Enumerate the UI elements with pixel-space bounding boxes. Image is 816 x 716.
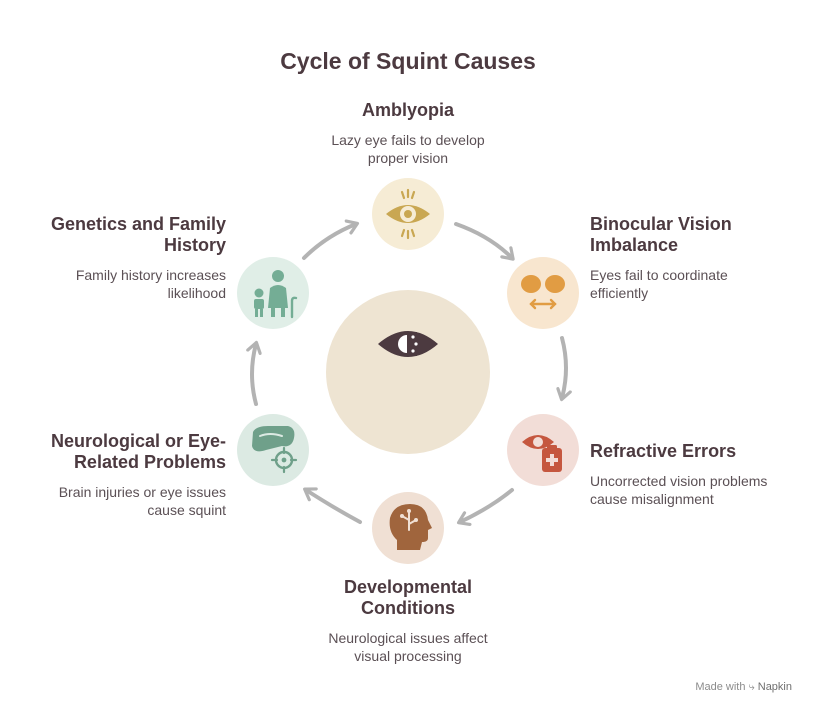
node-title-refractive: Refractive Errors <box>590 441 737 461</box>
footer-prefix: Made with <box>695 681 746 693</box>
center-circle <box>326 290 490 454</box>
node-title-genetics: Genetics and Family History <box>50 214 226 255</box>
diagram-title: Cycle of Squint Causes <box>280 48 536 74</box>
arrow-refractive-to-developmental <box>456 488 514 527</box>
node-title-developmental: Developmental Conditions <box>343 577 473 618</box>
node-title-neurological: Neurological or Eye-Related Problems <box>50 431 226 472</box>
node-label-genetics: Genetics and Family History Family histo… <box>20 214 226 302</box>
eye-clipboard-icon <box>522 435 562 472</box>
node-label-neurological: Neurological or Eye-Related Problems Bra… <box>20 431 226 519</box>
eye-target-icon <box>252 426 298 474</box>
node-description-genetics: Family history increases likelihood <box>75 267 226 301</box>
node-label-amblyopia: Amblyopia Lazy eye fails to develop prop… <box>308 100 508 167</box>
arrow-genetics-to-amblyopia <box>302 219 360 260</box>
node-description-neurological: Brain injuries or eye issues cause squin… <box>58 484 226 518</box>
squint-eye-icon <box>378 331 438 357</box>
family-icon <box>254 270 298 319</box>
arrow-neurological-to-genetics <box>246 340 262 406</box>
napkin-logo-icon: ⤷ <box>748 681 755 693</box>
footer-credit: Made with ⤷ Napkin <box>695 681 792 694</box>
eye-lens-icon <box>386 188 430 240</box>
node-description-developmental: Neurological issues affect visual proces… <box>328 630 488 664</box>
arrow-amblyopia-to-binocular <box>454 222 515 261</box>
node-description-binocular: Eyes fail to coordinate efficiently <box>590 267 728 301</box>
arrow-developmental-to-neurological <box>303 487 362 524</box>
node-description-amblyopia: Lazy eye fails to develop proper vision <box>331 132 485 166</box>
node-circle-binocular <box>507 257 579 329</box>
head-brain-icon <box>389 504 432 550</box>
footer-brand: Napkin <box>757 681 792 693</box>
binocular-eyes-icon <box>521 275 565 310</box>
node-description-refractive: Uncorrected vision problems cause misali… <box>590 473 768 507</box>
node-title-binocular: Binocular Vision Imbalance <box>590 214 732 255</box>
node-circle-neurological <box>237 414 309 486</box>
node-title-amblyopia: Amblyopia <box>361 100 454 120</box>
node-label-developmental: Developmental Conditions Neurological is… <box>305 577 511 665</box>
node-label-refractive: Refractive Errors Uncorrected vision pro… <box>590 441 800 508</box>
arrow-binocular-to-refractive <box>556 336 572 402</box>
node-label-binocular: Binocular Vision Imbalance Eyes fail to … <box>590 214 790 302</box>
